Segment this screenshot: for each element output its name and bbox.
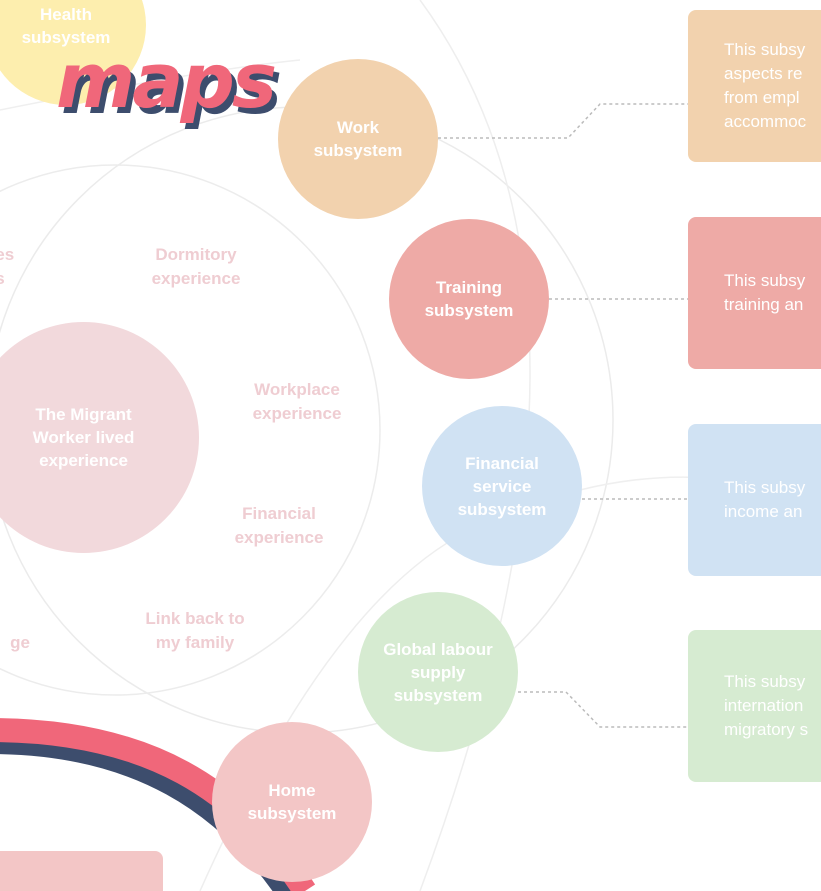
card-line: This subsy — [724, 40, 806, 59]
training-description-card: This subsy training an — [688, 217, 821, 369]
global-labour-description-card: This subsy internation migratory s — [688, 630, 821, 782]
training-subsystem-label: Training subsystem — [424, 278, 514, 320]
health-subsystem-label: Health subsystem — [21, 5, 111, 47]
home-subsystem-label: Home subsystem — [247, 781, 337, 823]
card-line: aspects re — [724, 64, 803, 83]
home-subsystem-node[interactable]: Home subsystem — [212, 722, 372, 882]
dormitory-experience-label: Dormitory experience — [151, 245, 241, 288]
financial-description-card: This subsy income an — [688, 424, 821, 576]
work-connector — [438, 103, 688, 139]
card-line: internation — [724, 696, 804, 715]
partial-pink-box — [0, 851, 163, 891]
edge-experience-label: ge — [10, 633, 30, 652]
financial-subsystem-label: Financial service subsystem — [457, 453, 547, 519]
migrant-lived-experience-circle: The Migrant Worker lived experience — [0, 322, 199, 553]
workplace-experience-label: Workplace experience — [252, 380, 342, 423]
card-line: This subsy — [724, 271, 806, 290]
work-subsystem-node[interactable]: Work subsystem — [278, 59, 438, 219]
work-subsystem-label: Work subsystem — [313, 118, 403, 160]
global-labour-subsystem-label: Global labour supply subsystem — [383, 639, 493, 705]
services-experience-label: ces s — [0, 245, 15, 288]
card-line: migratory s — [724, 720, 809, 739]
link-family-experience-label: Link back to my family — [145, 609, 245, 652]
maps-title: maps — [56, 36, 277, 125]
card-line: This subsy — [724, 672, 806, 691]
card-line: income an — [724, 502, 803, 521]
financial-subsystem-node[interactable]: Financial service subsystem — [422, 406, 582, 566]
work-description-card: This subsy aspects re from empl accommoc — [688, 10, 821, 162]
training-subsystem-node[interactable]: Training subsystem — [389, 219, 549, 379]
inner-arc — [0, 164, 381, 696]
card-line: training an — [724, 295, 804, 314]
card-line: accommoc — [724, 112, 807, 131]
migrant-lived-experience-label: The Migrant Worker lived experience — [32, 405, 135, 470]
financial-experience-label: Financial experience — [234, 504, 324, 547]
card-line: from empl — [724, 88, 800, 107]
global-connector — [518, 691, 688, 728]
global-labour-subsystem-node[interactable]: Global labour supply subsystem — [358, 592, 518, 752]
card-line: This subsy — [724, 478, 806, 497]
